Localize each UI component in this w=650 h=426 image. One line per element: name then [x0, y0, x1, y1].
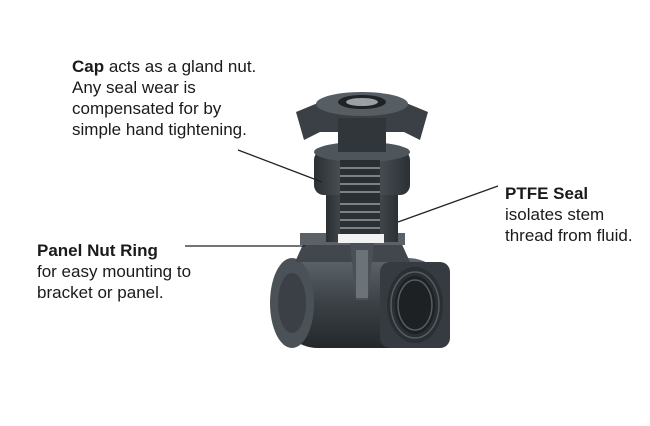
- ptfe-callout-title: PTFE Seal: [505, 184, 589, 203]
- ptfe-seal: [338, 234, 384, 243]
- stem-tip: [350, 243, 374, 300]
- cap-leader: [237, 149, 323, 183]
- panel-callout-title: Panel Nut Ring: [37, 241, 158, 260]
- panel-callout: Panel Nut Ring for easy mounting to brack…: [37, 240, 197, 303]
- handwheel-knob: [296, 92, 428, 152]
- ptfe-callout-body: isolates stem thread from fluid.: [505, 205, 633, 245]
- ptfe-callout: PTFE Seal isolates stem thread from fluid…: [505, 183, 645, 246]
- cap-callout-title: Cap: [72, 57, 105, 76]
- ptfe-leader: [397, 185, 499, 223]
- cap-callout: Cap acts as a gland nut. Any seal wear i…: [72, 56, 262, 140]
- cap-callout-body: acts as a gland nut. Any seal wear is co…: [72, 57, 257, 139]
- leader-lines: [185, 149, 499, 247]
- outlet-port: [380, 262, 450, 348]
- panel-callout-body: for easy mounting to bracket or panel.: [37, 262, 192, 302]
